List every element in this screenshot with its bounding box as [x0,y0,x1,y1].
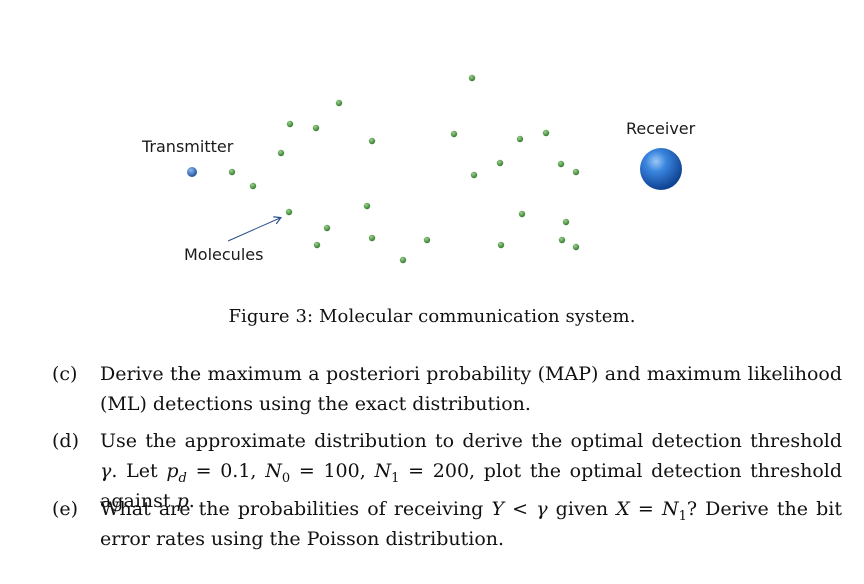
molecules-label: Molecules [184,245,263,264]
molecule-dot [228,168,236,176]
question-e: (e) What are the probabilities of receiv… [52,494,842,554]
question-d: (d) Use the approximate distribution to … [52,426,842,516]
molecule-dot [368,234,376,242]
receiver-label: Receiver [626,119,696,138]
question-e-text: What are the probabilities of receiving … [100,498,843,550]
molecule-dot [562,218,570,226]
molecule-dot [450,130,458,138]
molecule-dot [368,137,376,145]
molecule-dot [496,159,504,167]
molecules-arrow [227,218,280,242]
molecule-dot [518,210,526,218]
question-c-text: Derive the maximum a posteriori probabil… [100,363,842,415]
question-d-tag: (d) [52,430,79,452]
molecule-dot [285,208,293,216]
molecule-dot [572,243,580,251]
molecule-dot [249,182,257,190]
molecule-dot [323,224,331,232]
molecule-dot [313,241,321,249]
transmitter-node [187,167,197,177]
question-c: (c) Derive the maximum a posteriori prob… [52,359,842,419]
receiver-node [640,148,682,190]
question-d-text: Use the approximate distribution to deri… [100,430,843,512]
molecule-dot [423,236,431,244]
molecule-dot [286,120,294,128]
molecule-dot [399,256,407,264]
molecule-cloud [228,74,580,264]
figure-caption: Figure 3: Molecular communication system… [228,306,636,327]
molecule-dot [363,202,371,210]
molecule-dot [312,124,320,132]
molecule-dot [557,160,565,168]
transmitter-label: Transmitter [141,137,234,156]
molecule-dot [558,236,566,244]
molecule-dot [277,149,285,157]
molecule-dot [335,99,343,107]
molecule-dot [542,129,550,137]
molecule-dot [516,135,524,143]
molecular-communication-figure: Transmitter Receiver Molecules [141,74,696,264]
question-c-tag: (c) [52,363,78,385]
question-e-tag: (e) [52,498,79,520]
molecule-dot [468,74,476,82]
molecule-dot [470,171,478,179]
molecule-dot [497,241,505,249]
molecule-dot [572,168,580,176]
